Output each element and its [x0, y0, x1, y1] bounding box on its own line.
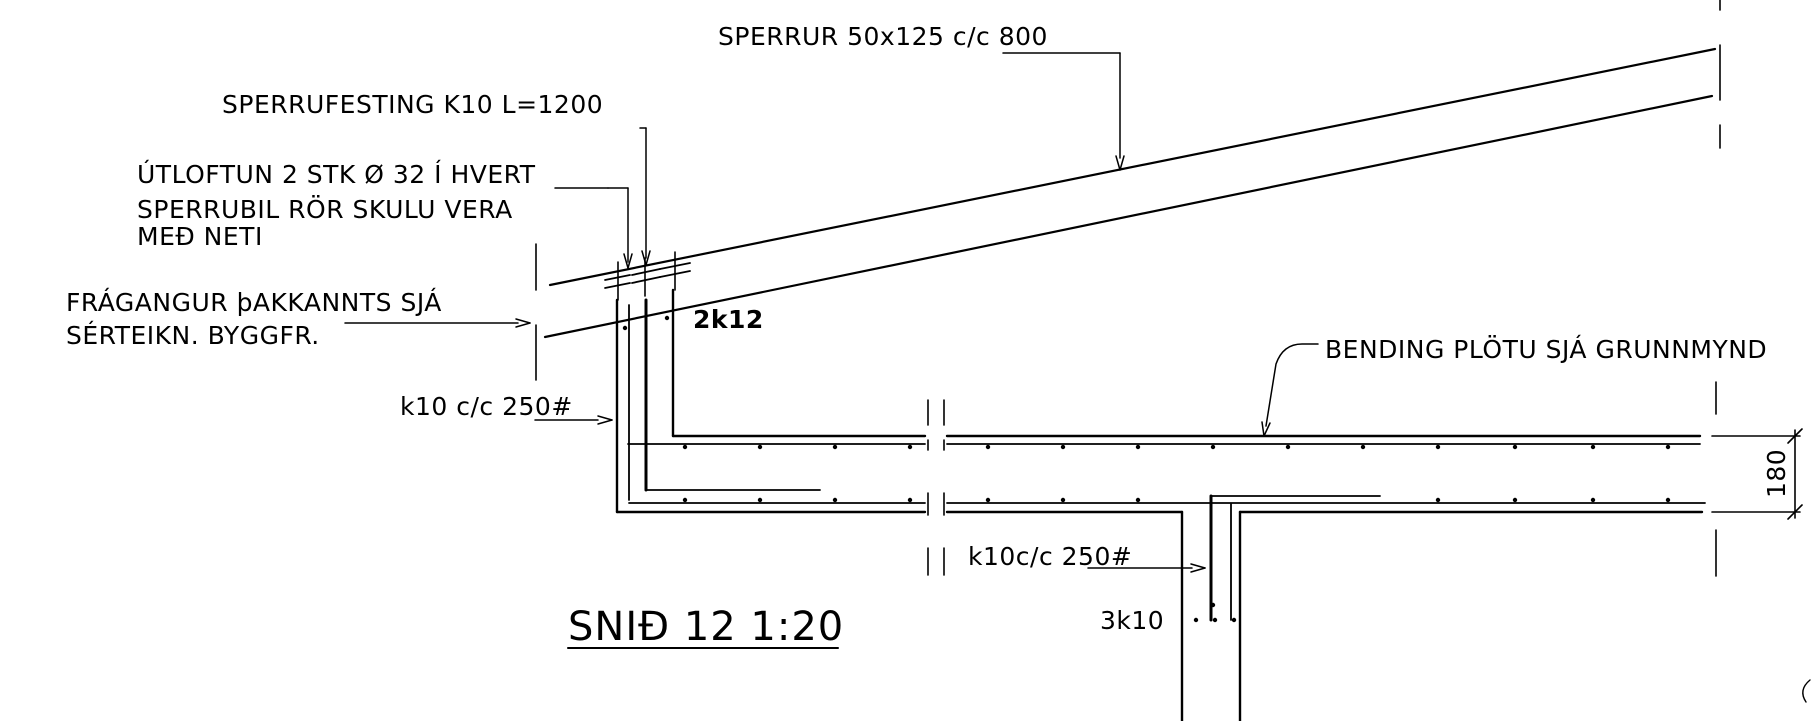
label-rebar-2k12: 2k12	[693, 305, 764, 334]
slab-outline	[615, 288, 1704, 721]
leader-lines	[344, 52, 1811, 703]
label-fragangur-line2: SÉRTEIKN. BYGGFR.	[66, 321, 320, 350]
label-rebar-3k10: 3k10	[1100, 606, 1164, 635]
label-k10-wall: k10c/c 250#	[968, 542, 1132, 571]
label-sperrur: SPERRUR 50x125 c/c 800	[718, 22, 1048, 51]
drawing-title: SNIÐ 12 1:20	[568, 604, 844, 650]
rebar-lines	[627, 298, 1706, 622]
label-k10-edge: k10 c/c 250#	[400, 392, 573, 421]
label-utloftun-line2: SPERRUBIL RÖR SKULU VERA	[137, 195, 513, 224]
label-sperrufesting: SPERRUFESTING K10 L=1200	[222, 90, 603, 119]
rafter-fastener-ties	[604, 251, 691, 301]
rebar-dots	[622, 315, 1671, 623]
label-fragangur-line1: FRÁGANGUR þAKKANNTS SJÁ	[66, 288, 442, 317]
label-bending: BENDING PLÖTU SJÁ GRUNNMYND	[1325, 335, 1767, 364]
label-utloftun-line1: ÚTLOFTUN 2 STK Ø 32 Í HVERT	[137, 159, 536, 189]
slab-break-lines	[927, 399, 945, 576]
rafter-lines	[543, 0, 1721, 339]
dimension-180	[1711, 381, 1803, 577]
label-dim-180: 180	[1762, 449, 1791, 498]
label-utloftun-line3: MEÐ NETI	[137, 222, 263, 251]
